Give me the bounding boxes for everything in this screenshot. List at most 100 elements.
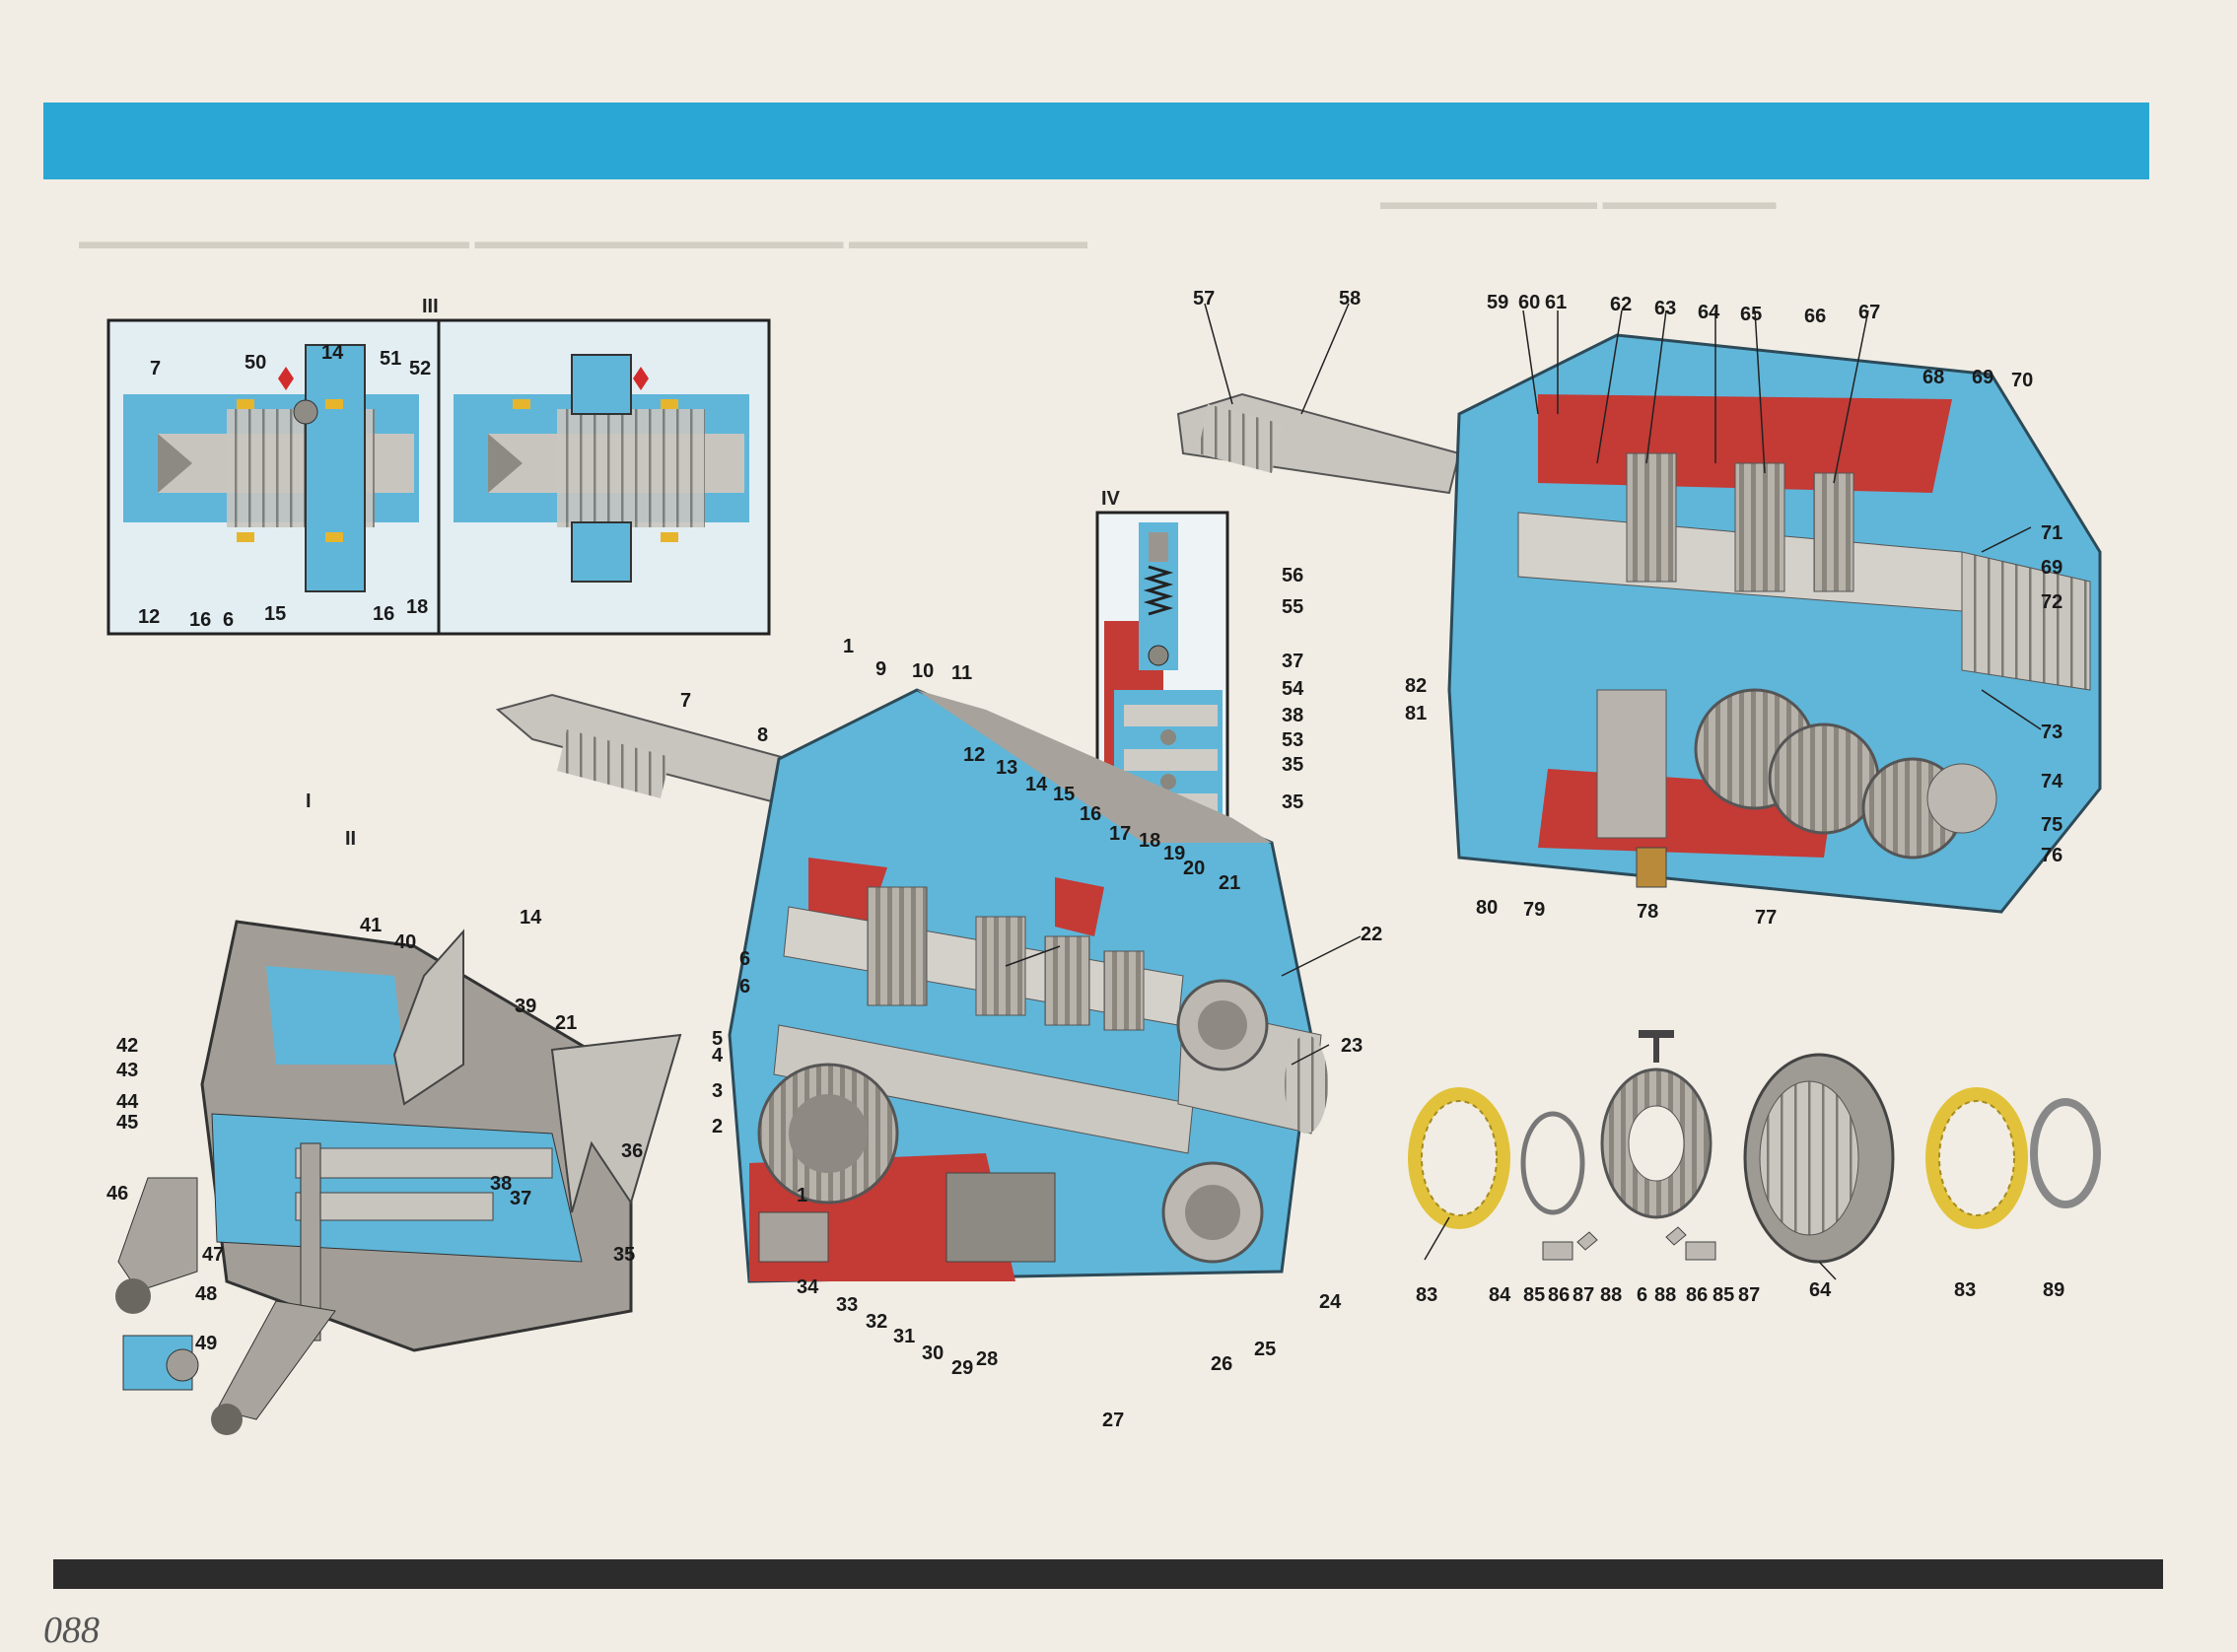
callout-number: 88 — [1600, 1284, 1623, 1306]
upper-right-gearbox-cutaway — [1176, 333, 2102, 914]
callout-number: 48 — [195, 1283, 218, 1305]
callout-number: 12 — [138, 606, 161, 628]
callout-number: 40 — [394, 931, 417, 953]
callout-number: 17 — [1109, 823, 1132, 845]
callout-number: 21 — [555, 1012, 578, 1034]
callout-number: 14 — [321, 342, 344, 364]
callout-number: 14 — [520, 907, 542, 929]
callout-number: 70 — [2011, 370, 2034, 391]
callout-number: 78 — [1637, 901, 1659, 923]
callout-number: 26 — [1211, 1353, 1233, 1375]
callout-number: 47 — [202, 1244, 225, 1266]
callout-number: 46 — [106, 1183, 129, 1205]
callout-number: 74 — [2041, 771, 2063, 792]
callout-number: 15 — [1053, 784, 1076, 805]
callout-number: 37 — [1282, 651, 1304, 672]
callout-number: 62 — [1610, 294, 1633, 315]
callout-number: 16 — [189, 609, 212, 631]
callout-number: 23 — [1341, 1035, 1363, 1057]
callout-number: 64 — [1809, 1279, 1832, 1301]
bottom-dark-band — [53, 1559, 2163, 1589]
callout-number: 73 — [2041, 722, 2063, 743]
callout-number: 53 — [1282, 729, 1304, 751]
callout-number: 87 — [1573, 1284, 1595, 1306]
callout-number: 60 — [1518, 292, 1541, 313]
callout-number: 18 — [1139, 830, 1161, 852]
callout-number: 89 — [2043, 1279, 2065, 1301]
callout-number: 76 — [2041, 845, 2063, 866]
callout-number: 14 — [1025, 774, 1048, 795]
top-color-band — [43, 103, 2149, 179]
callout-number: 68 — [1922, 367, 1945, 388]
callout-number: 5 — [712, 1028, 724, 1050]
callout-number: 86 — [1686, 1284, 1709, 1306]
callout-number: 55 — [1282, 596, 1304, 618]
callout-number: 69 — [2041, 557, 2063, 579]
callout-number: 59 — [1487, 292, 1509, 313]
callout-number: 79 — [1523, 899, 1546, 921]
callout-number: 16 — [1080, 803, 1102, 825]
callout-number: 1 — [843, 636, 855, 657]
callout-number: 25 — [1254, 1339, 1277, 1360]
callout-number: 34 — [797, 1276, 819, 1298]
callout-number: 67 — [1858, 302, 1881, 323]
inset-label-II: II — [345, 828, 357, 850]
callout-number: 54 — [1282, 678, 1304, 700]
callout-number: 87 — [1738, 1284, 1761, 1306]
page-handwritten-mark: 088 — [43, 1610, 100, 1651]
callout-number: 77 — [1755, 907, 1778, 929]
callout-number: 37 — [510, 1188, 532, 1209]
callout-number: 85 — [1523, 1284, 1546, 1306]
callout-number: 41 — [360, 915, 383, 936]
callout-number: 49 — [195, 1333, 218, 1354]
callout-number: 13 — [996, 757, 1018, 779]
main-gearbox-cutaway — [495, 688, 1328, 1283]
callout-number: 36 — [621, 1140, 644, 1162]
callout-number: 45 — [116, 1112, 139, 1134]
callout-number: 80 — [1476, 897, 1499, 919]
callout-number: 69 — [1972, 367, 1994, 388]
inset-label-IV: IV — [1101, 488, 1120, 510]
inset-III-synchronizer — [106, 318, 771, 636]
callout-number: 71 — [2041, 522, 2063, 544]
callout-number: 88 — [1654, 1284, 1677, 1306]
callout-number: 6 — [223, 609, 235, 631]
inset-II-shift-mechanism — [115, 920, 682, 1435]
callout-number: 64 — [1698, 302, 1720, 323]
callout-number: 31 — [893, 1326, 916, 1347]
callout-number: 61 — [1545, 292, 1568, 313]
callout-number: 22 — [1361, 924, 1383, 945]
callout-number: 10 — [912, 660, 935, 682]
callout-number: 63 — [1654, 298, 1677, 319]
callout-number: 84 — [1489, 1284, 1511, 1306]
callout-number: 85 — [1713, 1284, 1735, 1306]
callout-number: 43 — [116, 1060, 139, 1081]
callout-number: 16 — [373, 603, 395, 625]
callout-number: 32 — [866, 1311, 888, 1333]
callout-number: 11 — [951, 662, 973, 684]
callout-number: 86 — [1548, 1284, 1571, 1306]
callout-number: 56 — [1282, 565, 1304, 586]
callout-number: 15 — [264, 603, 287, 625]
callout-number: 57 — [1193, 288, 1216, 310]
callout-number: 44 — [116, 1091, 139, 1113]
leader-lines — [1005, 303, 2042, 1280]
callout-number: 66 — [1804, 306, 1827, 327]
callout-number: 29 — [951, 1357, 974, 1379]
callout-number: 7 — [680, 690, 692, 712]
callout-number: 2 — [712, 1116, 724, 1137]
callout-number: 6 — [739, 948, 751, 970]
callout-number: 35 — [1282, 754, 1304, 776]
callout-number: 83 — [1416, 1284, 1438, 1306]
callout-number: 20 — [1183, 858, 1206, 879]
callout-number: 65 — [1740, 304, 1763, 325]
callout-number: 19 — [1163, 843, 1186, 864]
callout-number: 18 — [406, 596, 429, 618]
callout-number: 1 — [797, 1185, 808, 1206]
callout-number: 51 — [380, 348, 402, 370]
callout-number: 8 — [757, 724, 769, 746]
callout-number: 3 — [712, 1080, 724, 1102]
exploded-synchronizer-parts — [1408, 1030, 2101, 1264]
